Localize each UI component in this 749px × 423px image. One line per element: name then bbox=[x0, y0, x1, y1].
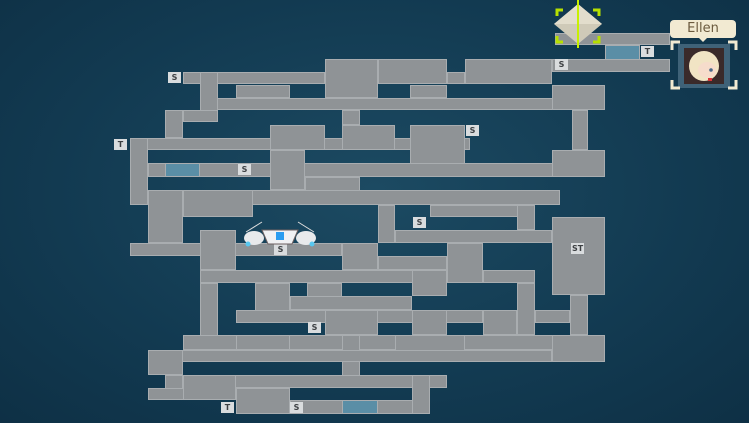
map-corridor bbox=[200, 270, 447, 283]
map-corridor bbox=[572, 110, 588, 150]
map-corridor bbox=[270, 150, 305, 190]
map-corridor bbox=[447, 243, 483, 283]
map-marker-t[interactable]: T bbox=[221, 402, 234, 413]
map-marker-s[interactable]: S bbox=[168, 72, 181, 83]
map-marker-st[interactable]: ST bbox=[571, 243, 585, 254]
map-corridor bbox=[517, 205, 535, 230]
map-corridor bbox=[465, 59, 552, 84]
map-corridor bbox=[148, 350, 183, 375]
map-corridor bbox=[325, 59, 378, 98]
map-marker-t[interactable]: T bbox=[641, 46, 654, 57]
map-corridor bbox=[410, 125, 465, 165]
map-corridor bbox=[183, 190, 253, 217]
map-corridor bbox=[130, 243, 342, 256]
map-corridor bbox=[148, 163, 605, 177]
map-corridor bbox=[148, 190, 183, 243]
map-corridor bbox=[552, 217, 605, 295]
map-corridor bbox=[236, 335, 290, 350]
map-corridor bbox=[342, 243, 378, 270]
map-corridor bbox=[412, 375, 430, 414]
map-marker-s[interactable]: S bbox=[413, 217, 426, 228]
map-corridor bbox=[130, 138, 148, 205]
map-marker-t[interactable]: T bbox=[114, 139, 127, 150]
map-corridor bbox=[570, 295, 588, 335]
map-corridor bbox=[483, 270, 535, 283]
map-corridor bbox=[552, 335, 605, 362]
water-room bbox=[342, 400, 378, 414]
map-corridor bbox=[342, 110, 360, 125]
map-corridor bbox=[412, 310, 447, 335]
map-corridor bbox=[183, 190, 560, 205]
avatar-frame bbox=[678, 44, 730, 88]
map-corridor bbox=[183, 375, 236, 400]
map-corridor bbox=[183, 375, 447, 388]
map-corridor bbox=[342, 125, 395, 150]
map-marker-s[interactable]: S bbox=[290, 402, 303, 413]
map-corridor bbox=[183, 72, 325, 84]
map-corridor bbox=[378, 205, 395, 243]
map-corridor bbox=[148, 350, 552, 362]
map-corridor bbox=[236, 388, 290, 414]
map-marker-s[interactable]: S bbox=[555, 59, 568, 70]
map-corridor bbox=[552, 85, 605, 110]
map-corridor bbox=[517, 283, 535, 335]
map-marker-s[interactable]: S bbox=[466, 125, 479, 136]
map-marker-s-under-ship[interactable]: S bbox=[274, 244, 287, 255]
map-marker-s[interactable]: S bbox=[238, 164, 251, 175]
map-corridor bbox=[200, 230, 236, 270]
map-corridor bbox=[483, 310, 517, 335]
map-corridor bbox=[165, 110, 183, 138]
map-corridor bbox=[378, 256, 447, 270]
player-name-tooltip: Ellen bbox=[670, 20, 736, 42]
map-corridor bbox=[200, 98, 605, 110]
map-corridor bbox=[290, 296, 412, 310]
objective-diamond-icon[interactable] bbox=[550, 0, 606, 48]
map-corridor bbox=[535, 310, 570, 323]
map-corridor bbox=[395, 230, 552, 243]
player-avatar[interactable]: Ellen bbox=[668, 20, 740, 92]
water-room bbox=[165, 163, 200, 177]
map-corridor bbox=[325, 310, 378, 335]
map-marker-s[interactable]: S bbox=[308, 322, 321, 333]
avatar-portrait bbox=[684, 48, 724, 84]
player-ship-icon bbox=[240, 220, 320, 250]
map-corridor bbox=[430, 205, 535, 217]
map-corridor bbox=[552, 59, 670, 72]
map-corridor bbox=[378, 59, 447, 84]
map-corridor bbox=[183, 110, 218, 122]
map-corridor bbox=[447, 72, 465, 84]
map-corridor bbox=[412, 270, 447, 296]
map-corridor bbox=[410, 85, 447, 98]
map-corridor bbox=[236, 85, 290, 98]
map-corridor bbox=[552, 150, 605, 177]
map-corridor bbox=[200, 72, 218, 122]
map-corridor bbox=[270, 125, 325, 150]
